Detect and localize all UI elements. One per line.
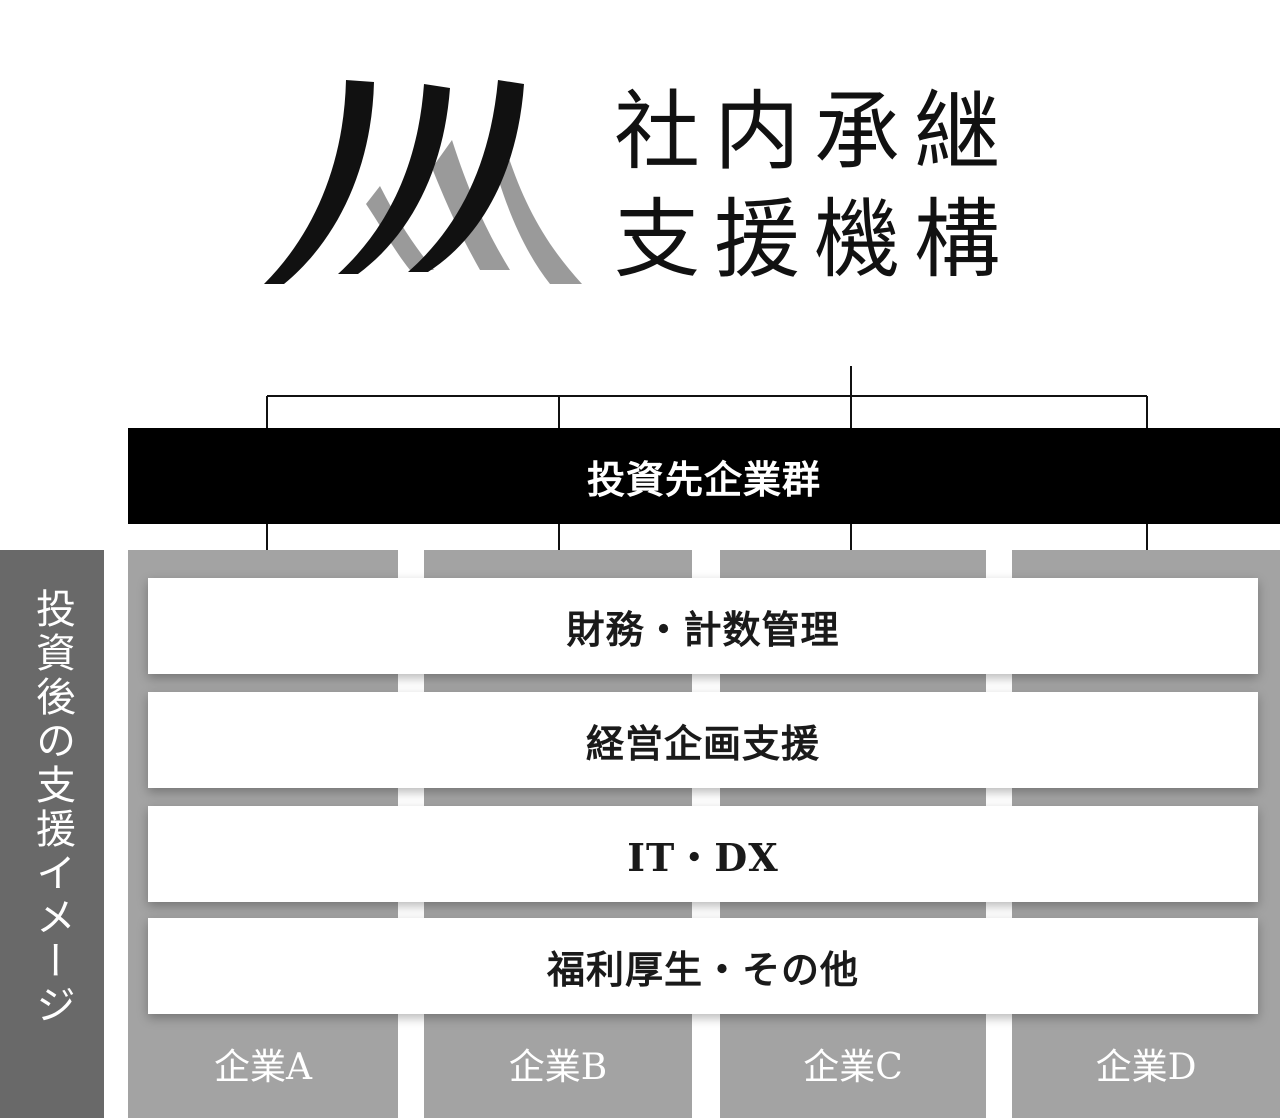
support-row: 福利厚生・その他 — [148, 918, 1258, 1014]
logo-line-2: 支援機構 — [614, 190, 1014, 290]
company-name: 企業D — [1095, 1047, 1197, 1088]
support-row: IT・DX — [148, 806, 1258, 902]
logo-wordmark: 社内承継 支援機構 — [614, 78, 1034, 294]
support-row: 経営企画支援 — [148, 692, 1258, 788]
logo-black-stripe-3 — [408, 80, 524, 272]
support-row: 財務・計数管理 — [148, 578, 1258, 674]
side-label-text: 投資後の支援イメージ — [29, 588, 75, 1028]
company-name: 企業B — [508, 1047, 608, 1088]
logo-line-1: 社内承継 — [614, 82, 1014, 182]
investee-group-label: 投資先企業群 — [586, 456, 821, 502]
support-row-label: 財務・計数管理 — [566, 606, 840, 652]
mountain-stripes-logo-icon — [264, 80, 582, 284]
company-name: 企業C — [803, 1047, 903, 1088]
support-row-label: 経営企画支援 — [585, 720, 820, 766]
logo-black-stripe-1 — [264, 80, 374, 284]
side-label: 投資後の支援イメージ — [0, 550, 104, 1118]
logo-black-stripe-2 — [338, 84, 450, 274]
support-row-label: 福利厚生・その他 — [546, 946, 859, 992]
investee-group-bar: 投資先企業群 — [128, 428, 1280, 524]
support-row-label: IT・DX — [627, 834, 779, 880]
company-name: 企業A — [214, 1047, 312, 1088]
